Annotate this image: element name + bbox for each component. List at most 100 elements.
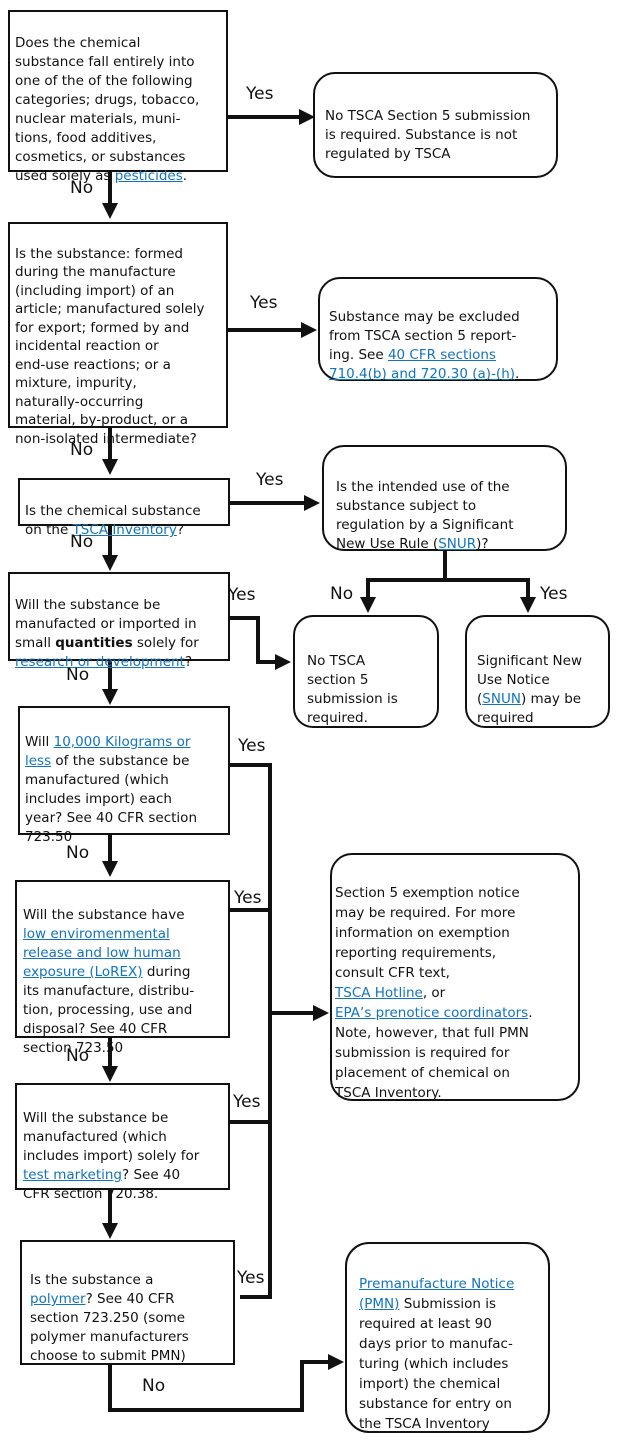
question-tsca-inventory-box: Is the chemical substance on the TSCA In… bbox=[18, 478, 230, 538]
question-test-marketing-box: Will the substance be manufactured (whic… bbox=[15, 1083, 230, 1202]
question-10000kg-box: Will 10,000 Kilograms or less of the sub… bbox=[18, 706, 230, 845]
arrow-q1-yes bbox=[228, 109, 315, 125]
arrow-q6-no bbox=[102, 1038, 118, 1082]
link[interactable]: research or development bbox=[15, 654, 185, 670]
label-q2-no: No bbox=[70, 440, 94, 460]
label-q6-no: No bbox=[66, 1046, 90, 1066]
link[interactable]: Premanufacture Notice (PMN) bbox=[359, 1276, 515, 1312]
outcome-pmn-text: Premanufacture Notice (PMN) Submission i… bbox=[359, 1276, 514, 1432]
arrow-q3-no bbox=[102, 526, 118, 571]
text-segment: . bbox=[515, 366, 520, 382]
text-segment: Is the substance: formed during the manu… bbox=[15, 245, 205, 447]
question-lorex-box: Will the substance have low enviromenmen… bbox=[15, 880, 230, 1056]
text-segment: during its manufacture, distribu- tion, … bbox=[23, 964, 195, 1056]
label-q2-yes: Yes bbox=[250, 293, 278, 313]
outcome-snun-text: Significant New Use Notice (SNUN) may be… bbox=[477, 653, 582, 726]
question-10000kg-text: Will 10,000 Kilograms or less of the sub… bbox=[25, 734, 197, 845]
link[interactable]: low enviromenmental release and low huma… bbox=[23, 926, 181, 980]
outcome-may-be-excluded-box: Substance may be excluded from TSCA sect… bbox=[318, 277, 558, 382]
text-segment: Submission is required at least 90 days … bbox=[359, 1296, 513, 1432]
outcome-no-submission-box: No TSCA section 5 submission is required… bbox=[293, 615, 439, 728]
arrow-q4-no bbox=[102, 661, 118, 705]
question-test-marketing-text: Will the substance be manufactured (whic… bbox=[23, 1110, 199, 1202]
label-q4-yes: Yes bbox=[228, 585, 256, 605]
text-segment: Section 5 exemption notice may be requir… bbox=[335, 885, 520, 981]
label-q3-no: No bbox=[70, 532, 94, 552]
label-q1-yes: Yes bbox=[246, 84, 274, 104]
link[interactable]: SNUR bbox=[438, 536, 477, 552]
text-segment: ) may be required bbox=[477, 691, 582, 726]
question-lorex-text: Will the substance have low enviromenmen… bbox=[23, 907, 194, 1056]
outcome-pmn-box: Premanufacture Notice (PMN) Submission i… bbox=[345, 1242, 550, 1433]
arrow-q8-no bbox=[108, 1354, 344, 1412]
arrow-q5-no bbox=[102, 835, 118, 877]
question-tsca-inventory-text: Is the chemical substance on the TSCA In… bbox=[25, 503, 201, 538]
outcome-not-regulated-text: No TSCA Section 5 submission is required… bbox=[325, 108, 530, 162]
text-segment: Will the substance have bbox=[23, 907, 185, 923]
arrow-to-exemption bbox=[270, 1005, 329, 1021]
label-q8-yes: Yes bbox=[237, 1268, 265, 1288]
question-research-development-text: Will the substance be manufacted or impo… bbox=[15, 597, 199, 670]
outcome-exemption-notice-box: Section 5 exemption notice may be requir… bbox=[330, 853, 580, 1101]
question-snur-box: Is the intended use of the substance sub… bbox=[322, 445, 567, 552]
text-segment: Significant New Use Notice ( bbox=[477, 653, 582, 707]
outcome-no-submission-text: No TSCA section 5 submission is required… bbox=[307, 653, 398, 726]
question-excluded-categories-box: Does the chemical substance fall entirel… bbox=[8, 10, 228, 184]
arrow-q3-yes bbox=[230, 495, 320, 511]
label-q5-yes: Yes bbox=[238, 736, 266, 756]
link[interactable]: 10,000 Kilograms or less bbox=[25, 734, 191, 769]
link[interactable]: test marketing bbox=[23, 1167, 123, 1183]
outcome-snun-box: Significant New Use Notice (SNUN) may be… bbox=[465, 615, 610, 728]
text-segment: Will the substance be manufacted or impo… bbox=[15, 597, 197, 651]
text-segment: . bbox=[182, 168, 188, 184]
question-research-development-box: Will the substance be manufacted or impo… bbox=[8, 572, 230, 670]
outcome-exemption-notice-text: Section 5 exemption notice may be requir… bbox=[335, 885, 533, 1101]
text-segment: ? bbox=[184, 654, 193, 670]
label-snur-no: No bbox=[330, 584, 354, 604]
link[interactable]: TSCA Hotline bbox=[335, 985, 423, 1001]
link[interactable]: SNUN bbox=[482, 691, 521, 707]
text-segment: )? bbox=[476, 536, 489, 552]
text-segment: , or bbox=[422, 985, 446, 1001]
text-segment: No TSCA section 5 submission is required… bbox=[307, 653, 398, 726]
arrow-q1-no bbox=[102, 172, 118, 219]
text-segment: Will the substance be manufactured (whic… bbox=[23, 1110, 200, 1164]
question-excluded-categories-text: Does the chemical substance fall entirel… bbox=[15, 35, 199, 184]
label-q4-no: No bbox=[66, 665, 90, 685]
outcome-may-be-excluded-text: Substance may be excluded from TSCA sect… bbox=[329, 309, 520, 382]
text-segment: of the substance be manufactured (which … bbox=[25, 753, 197, 845]
text-segment: Is the substance a bbox=[30, 1272, 154, 1288]
text-segment: . Note, however, that full PMN submissio… bbox=[335, 1005, 533, 1101]
text-segment: ? See 40 CFR section 720.38. bbox=[23, 1167, 181, 1202]
label-q3-yes: Yes bbox=[256, 470, 284, 490]
question-exempt-forms-box: Is the substance: formed during the manu… bbox=[8, 222, 228, 447]
arrow-q2-yes bbox=[228, 322, 317, 338]
label-q6-yes: Yes bbox=[234, 888, 262, 908]
text-segment: solely for bbox=[136, 635, 199, 651]
link[interactable]: 40 CFR sections 710.4(b) and 720.30 (a)-… bbox=[329, 347, 516, 382]
link[interactable]: pesticides bbox=[114, 168, 183, 184]
arrow-q4-yes bbox=[228, 616, 291, 670]
link[interactable]: polymer bbox=[30, 1291, 86, 1307]
text-segment: Is the chemical substance on the bbox=[25, 503, 201, 538]
text-segment: ? bbox=[176, 522, 184, 538]
text-segment: No TSCA Section 5 submission is required… bbox=[325, 108, 531, 162]
text-segment: ? See 40 CFR section 723.250 (some polym… bbox=[30, 1291, 189, 1364]
text-segment: quantities bbox=[55, 635, 133, 651]
outcome-not-regulated-box: No TSCA Section 5 submission is required… bbox=[313, 72, 558, 178]
label-q1-no: No bbox=[70, 178, 94, 198]
question-polymer-box: Is the substance a polymer? See 40 CFR s… bbox=[20, 1240, 235, 1365]
arrow-snur-split bbox=[360, 550, 536, 613]
link[interactable]: TSCA Inventory bbox=[72, 522, 177, 538]
question-snur-text: Is the intended use of the substance sub… bbox=[336, 479, 514, 552]
link[interactable]: EPA’s prenotice coordinators bbox=[335, 1005, 529, 1021]
label-q7-yes: Yes bbox=[233, 1092, 261, 1112]
text-segment: Will bbox=[25, 734, 54, 750]
label-snur-yes: Yes bbox=[540, 584, 568, 604]
text-segment: Does the chemical substance fall entirel… bbox=[15, 35, 200, 184]
text-segment: Substance may be excluded from TSCA sect… bbox=[329, 309, 520, 363]
label-q8-no: No bbox=[142, 1376, 166, 1396]
arrow-q2-no bbox=[102, 428, 118, 475]
